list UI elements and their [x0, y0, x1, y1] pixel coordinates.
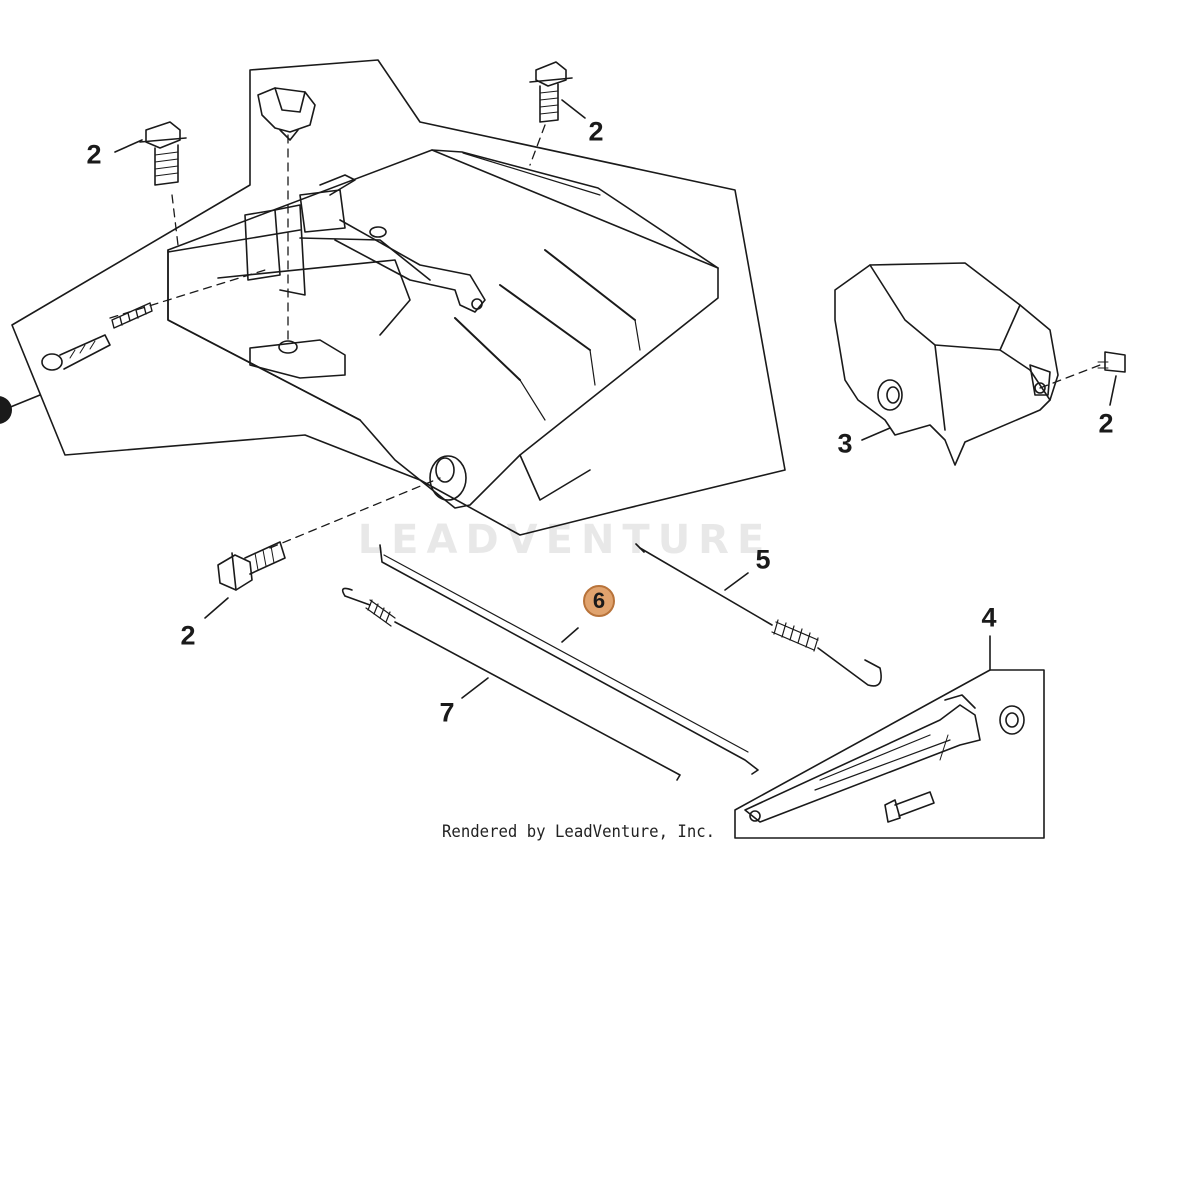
spring-rod — [635, 543, 882, 687]
callout-3[interactable]: 3 — [837, 428, 853, 459]
callout-6-highlighted[interactable]: 6 — [583, 585, 615, 617]
screw-icon — [41, 334, 111, 371]
nut-icon — [999, 705, 1025, 735]
clip-icon — [257, 87, 316, 141]
callout-2-top-left[interactable]: 2 — [86, 139, 102, 170]
spring-icon — [111, 302, 153, 329]
spring-link-rod — [341, 587, 681, 781]
flange-bolt-icon — [217, 541, 286, 591]
assembly-boundary — [11, 59, 786, 536]
callout-2-right[interactable]: 2 — [1098, 408, 1114, 439]
callout-7[interactable]: 7 — [439, 697, 455, 728]
flange-bolt-icon — [529, 61, 573, 123]
lever-arm — [744, 694, 981, 823]
callout-4[interactable]: 4 — [981, 602, 997, 633]
watermark: LEADVENTURE — [357, 517, 773, 563]
callout-5[interactable]: 5 — [755, 544, 771, 575]
control-rod — [379, 544, 759, 775]
callout-2-lower[interactable]: 2 — [180, 620, 196, 651]
lever-kit-boundary — [734, 669, 1045, 839]
bolt-icon — [884, 791, 935, 823]
deck-housing — [167, 149, 719, 509]
reference-dot — [0, 396, 12, 424]
chute-guard — [834, 262, 1059, 466]
callout-2-top-center[interactable]: 2 — [588, 116, 604, 147]
flange-bolt-icon — [139, 121, 187, 186]
render-credit: Rendered by LeadVenture, Inc. — [442, 822, 716, 842]
screw-icon — [1097, 351, 1126, 373]
